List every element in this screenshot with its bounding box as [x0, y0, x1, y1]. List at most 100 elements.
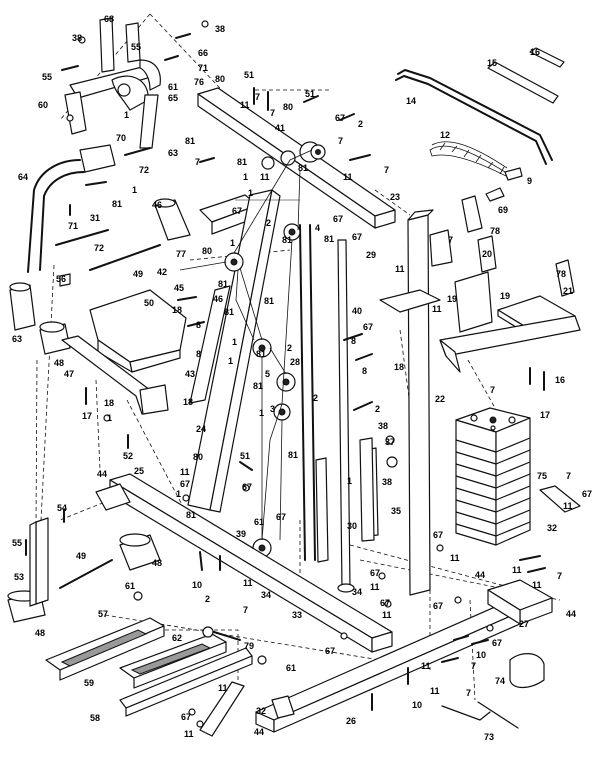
part-label: 55	[42, 72, 52, 82]
part-label: 67	[232, 206, 242, 216]
part-label: 17	[82, 411, 92, 421]
part-label: 48	[54, 358, 64, 368]
part-label: 7	[338, 136, 343, 146]
base-frame	[95, 437, 553, 733]
part-label: 22	[435, 394, 445, 404]
lat-bar-assembly	[395, 47, 565, 165]
part-label: 67	[180, 479, 190, 489]
part-label: 68	[104, 14, 114, 24]
part-label: 73	[484, 732, 494, 742]
part-label: 2	[287, 343, 292, 353]
part-label: 7	[255, 92, 260, 102]
part-label: 23	[390, 192, 400, 202]
part-label: 48	[35, 628, 45, 638]
part-label: 74	[495, 676, 505, 686]
part-label: 1	[248, 188, 253, 198]
part-label: 61	[286, 663, 296, 673]
part-label: 72	[94, 243, 104, 253]
foam-pads	[7, 195, 575, 623]
part-label: 46	[152, 200, 162, 210]
part-label: 75	[537, 471, 547, 481]
seat-assembly	[61, 289, 187, 415]
part-label: 34	[261, 590, 271, 600]
part-label: 78	[556, 269, 566, 279]
part-label: 14	[406, 96, 416, 106]
part-label: 2	[313, 393, 318, 403]
part-label: 8	[362, 366, 367, 376]
part-label: 81	[253, 381, 263, 391]
part-label: 41	[275, 123, 285, 133]
part-label: 4	[315, 223, 320, 233]
part-label: 81	[185, 136, 195, 146]
part-label: 17	[540, 410, 550, 420]
part-label: 3	[270, 404, 275, 414]
part-label: 81	[324, 234, 334, 244]
weight-stack	[455, 407, 531, 546]
part-label: 67	[181, 712, 191, 722]
part-label: 11	[343, 172, 353, 182]
part-label: 44	[97, 469, 107, 479]
part-label: 56	[56, 274, 66, 284]
part-label: 9	[527, 176, 532, 186]
part-label: 19	[447, 294, 457, 304]
part-label: 55	[12, 538, 22, 548]
part-label: 77	[176, 249, 186, 259]
part-label: 67	[352, 232, 362, 242]
part-label: 27	[519, 619, 529, 629]
part-label: 11	[450, 553, 460, 563]
part-label: 48	[152, 558, 162, 568]
part-label: 1	[228, 356, 233, 366]
part-label: 1	[230, 238, 235, 248]
part-label: 7	[566, 471, 571, 481]
part-label: 50	[144, 298, 154, 308]
part-label: 51	[244, 70, 254, 80]
part-label: 63	[168, 148, 178, 158]
part-label: 11	[260, 172, 270, 182]
part-label: 67	[325, 646, 335, 656]
part-label: 11	[382, 610, 392, 620]
part-label: 76	[194, 77, 204, 87]
part-label: 1	[132, 185, 137, 195]
part-label: 10	[412, 700, 422, 710]
part-label: 11	[563, 501, 573, 511]
part-label: 43	[185, 369, 195, 379]
part-label: 7	[471, 661, 476, 671]
part-label: 18	[104, 398, 114, 408]
part-label: 72	[139, 165, 149, 175]
part-label: 67	[276, 512, 286, 522]
part-label: 53	[14, 572, 24, 582]
main-tower	[187, 189, 300, 513]
part-label: 11	[421, 661, 431, 671]
part-label: 58	[90, 713, 100, 723]
part-label: 24	[196, 424, 206, 434]
part-label: 1	[347, 476, 352, 486]
part-label: 32	[547, 523, 557, 533]
part-label: 8	[196, 349, 201, 359]
part-label: 38	[382, 477, 392, 487]
part-label: 7	[270, 108, 275, 118]
part-label: 15	[487, 58, 497, 68]
part-label: 81	[186, 510, 196, 520]
part-label: 7	[466, 688, 471, 698]
part-label: 7	[448, 235, 453, 245]
part-label: 21	[563, 286, 573, 296]
leg-bench	[379, 229, 581, 373]
part-label: 7	[243, 605, 248, 615]
part-label: 60	[38, 100, 48, 110]
part-label: 31	[90, 213, 100, 223]
part-label: 11	[395, 264, 405, 274]
part-label: 81	[224, 307, 234, 317]
part-label: 79	[244, 641, 254, 651]
part-label: 11	[432, 304, 442, 314]
part-label: 78	[490, 226, 500, 236]
part-label: 71	[198, 63, 208, 73]
part-label: 63	[12, 334, 22, 344]
press-arm-assembly	[64, 17, 161, 149]
part-label: 11	[184, 729, 194, 739]
part-label: 7	[384, 165, 389, 175]
part-label: 44	[566, 609, 576, 619]
brackets	[29, 273, 581, 737]
part-label: 80	[202, 246, 212, 256]
part-label: 26	[346, 716, 356, 726]
